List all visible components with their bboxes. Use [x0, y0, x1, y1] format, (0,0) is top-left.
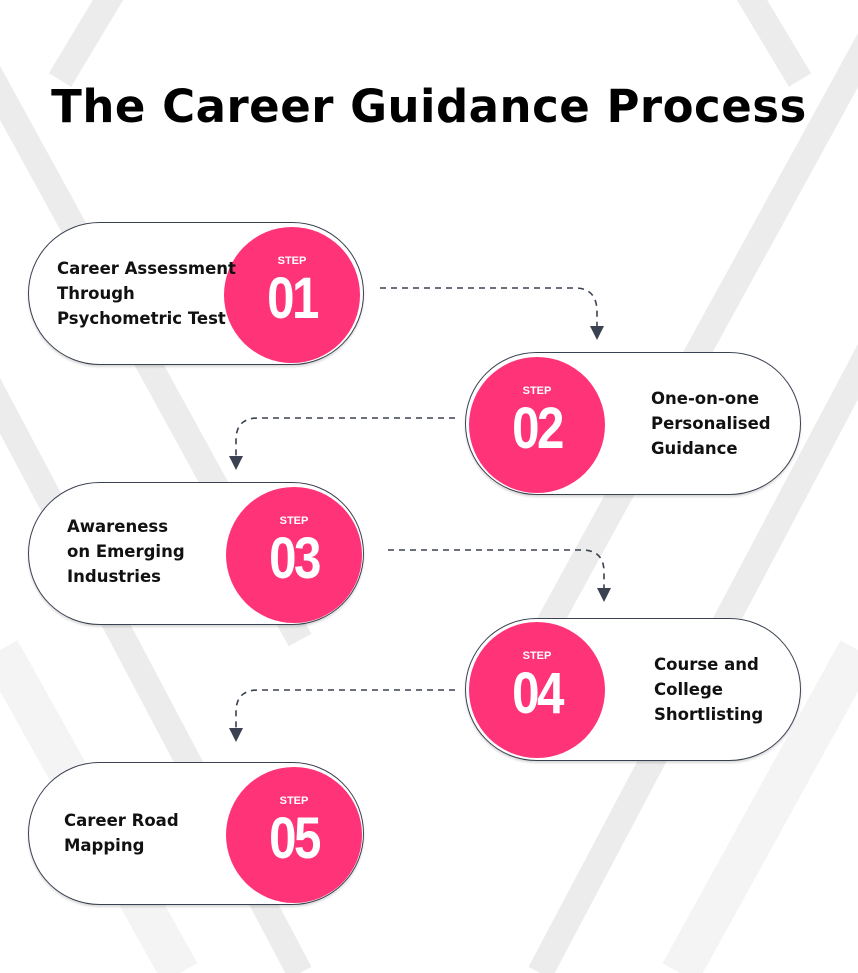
step-text-line: on Emerging: [67, 542, 185, 561]
step-number: 03: [269, 526, 321, 591]
arrow-4-to-5: [235, 689, 455, 728]
step-text-line: Course and: [654, 655, 759, 674]
arrow-1-to-2: [380, 287, 598, 326]
arrowhead-icon: [597, 588, 611, 602]
step-label: STEP: [279, 795, 309, 807]
step-number: 04: [512, 661, 564, 726]
step-text-line: One-on-one: [651, 389, 760, 408]
step-label: STEP: [522, 385, 552, 397]
arrowhead-icon: [229, 456, 243, 470]
step-number: 05: [269, 806, 321, 871]
step-number: 02: [512, 396, 564, 461]
step-text-line: Psychometric Test: [57, 309, 226, 328]
step-text-line: Industries: [67, 567, 161, 586]
arrow-2-to-3: [235, 417, 455, 456]
step-text-line: Personalised: [651, 414, 771, 433]
page-title: The Career Guidance Process: [51, 80, 807, 133]
step-text-line: Guidance: [651, 439, 738, 458]
step-text-line: Mapping: [64, 836, 145, 855]
step-label: STEP: [277, 255, 307, 267]
step-text-line: College: [654, 680, 723, 699]
step-label: STEP: [522, 650, 552, 662]
step-text-line: Shortlisting: [654, 705, 764, 724]
step-text-line: Career Assessment: [57, 259, 236, 278]
step-number: 01: [267, 266, 319, 331]
step-text-line: Career Road: [64, 811, 179, 830]
arrowhead-icon: [229, 728, 243, 742]
step-text-line: Through: [57, 284, 135, 303]
arrowhead-icon: [590, 326, 604, 340]
arrow-3-to-4: [388, 549, 605, 588]
step-label: STEP: [279, 515, 309, 527]
step-text-line: Awareness: [67, 517, 169, 536]
